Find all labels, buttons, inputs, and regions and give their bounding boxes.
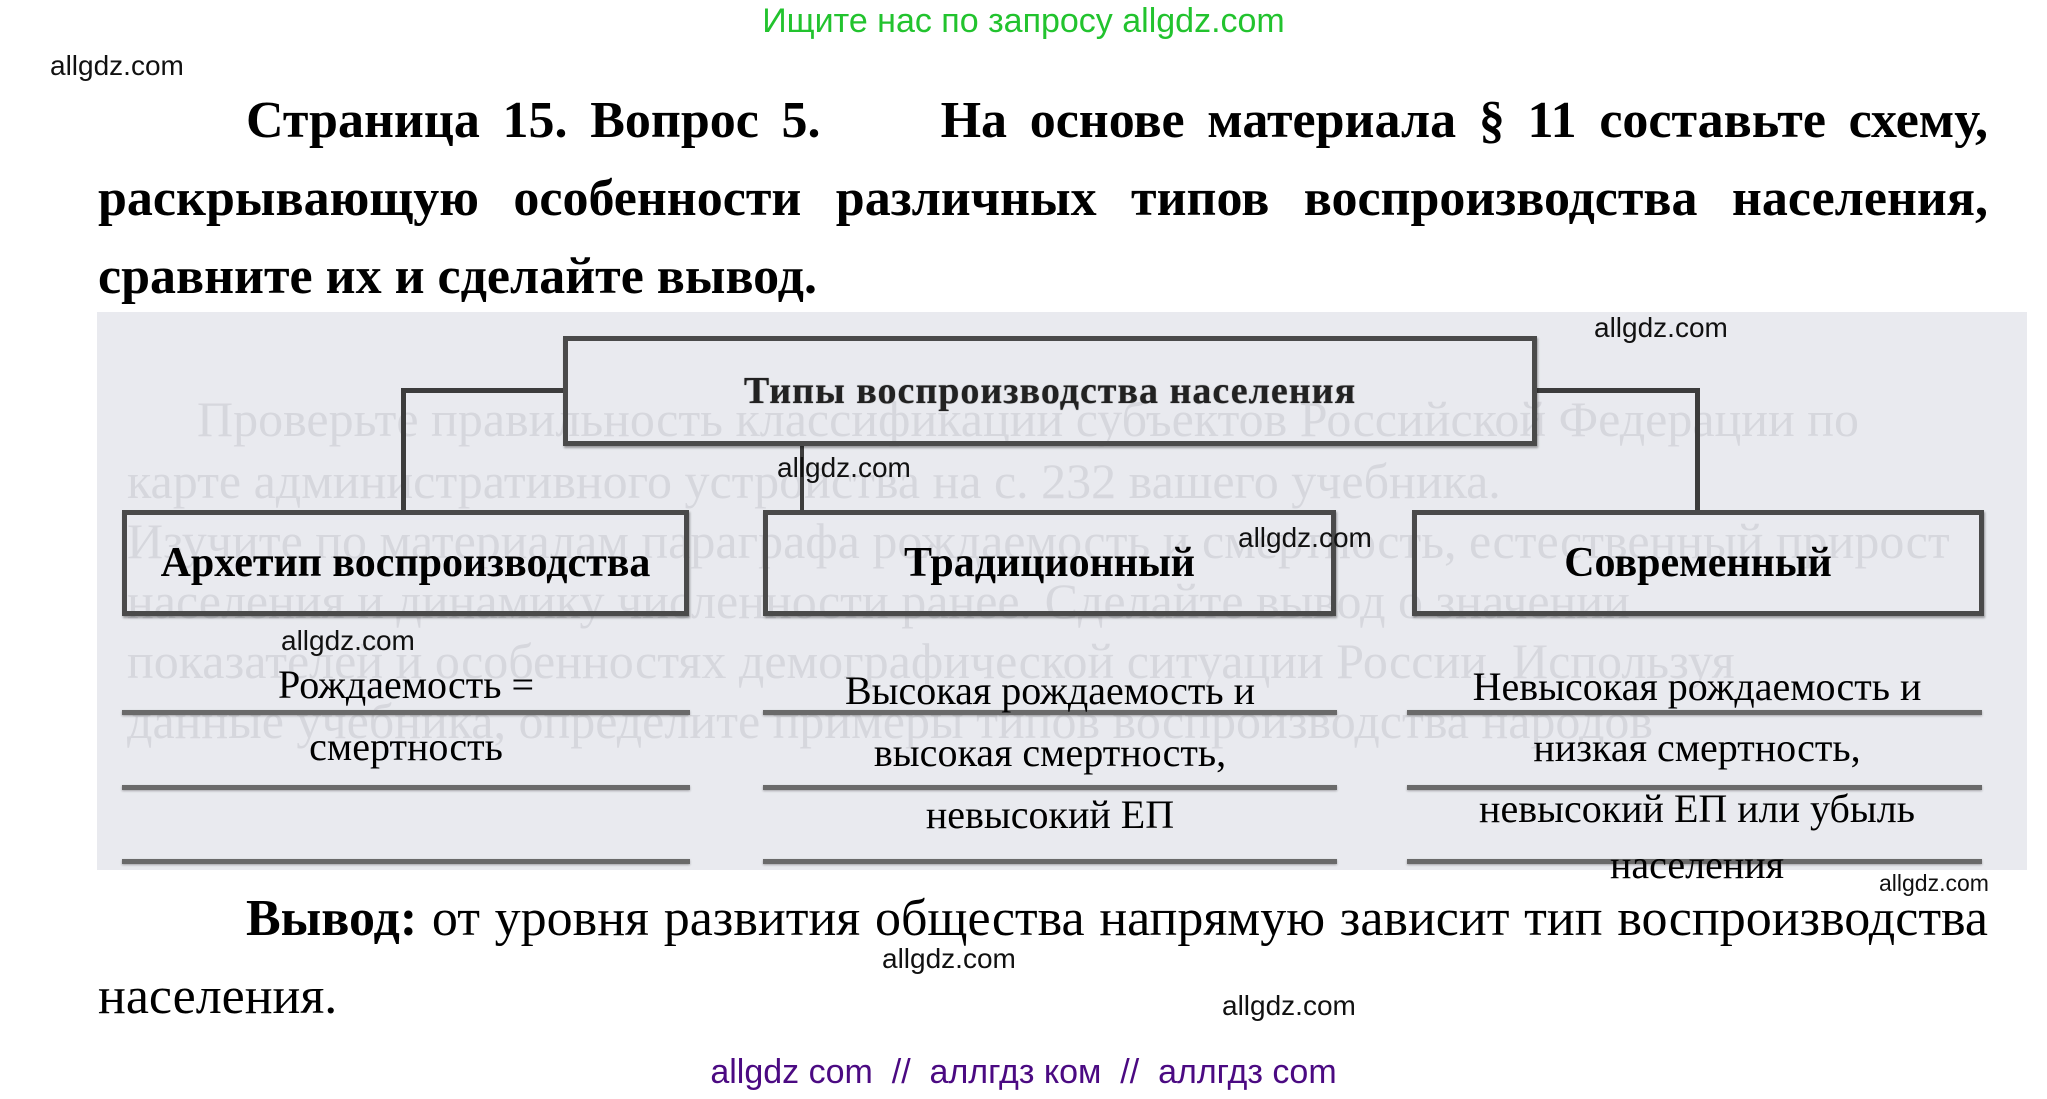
watermark: allgdz.com [50, 50, 184, 81]
description-line: высокая смертность, [873, 730, 1227, 775]
type-description-traditional: Высокая рождаемость и высокая смертность… [763, 660, 1337, 846]
diagram-panel: Проверьте правильность классификации суб… [97, 312, 2027, 870]
type-box-modern: Современный [1412, 510, 1984, 616]
answer-rule [122, 785, 690, 790]
description-line: Невысокая рождаемость и [1472, 664, 1922, 709]
root-box-title: Типы воспроизводства населения [743, 370, 1357, 412]
background-bleed-text: Проверьте правильность классификации суб… [197, 391, 1860, 447]
answer-rule [763, 785, 1337, 790]
watermark: allgdz.com [777, 452, 911, 483]
watermark: allgdz.com [281, 625, 415, 656]
watermark: allgdz.com [1594, 312, 1728, 343]
search-banner-text: Ищите нас по запросу allgdz.com [762, 2, 1285, 40]
root-box: Типы воспроизводства населения [563, 336, 1537, 446]
connector-line [403, 388, 565, 393]
watermark: allgdz.com [882, 943, 1016, 974]
description-line-overflow: населения [1609, 842, 1785, 887]
connector-line [800, 444, 804, 512]
answer-rule [1407, 785, 1982, 790]
site-banner: allgdz com // аллгдз ком // аллгдз com [0, 1053, 2047, 1092]
question-text: схему, раскрывающую особенности различны… [98, 92, 1988, 305]
watermark: allgdz.com [1879, 870, 1989, 896]
connector-line [401, 388, 406, 512]
answer-rule [122, 710, 690, 715]
connector-line [1535, 388, 1699, 393]
background-bleed-text: карте административного устройства на с.… [127, 453, 1501, 509]
description-line: низкая смертность, [1533, 725, 1861, 770]
question-text-line1: На основе материала § 11 составьте [940, 92, 1826, 149]
answer-rule [122, 859, 690, 864]
watermark: allgdz.com [1238, 522, 1372, 553]
background-bleed-text: данные учебника, определите примеры типо… [127, 693, 1654, 749]
type-box-title: Современный [1564, 540, 1832, 586]
question-label: Страница 15. Вопрос 5. [246, 92, 821, 149]
background-bleed-text: населения и динамику численности ранее. … [127, 573, 1630, 629]
answer-rule [1407, 710, 1982, 715]
question-heading: Страница 15. Вопрос 5. На основе материал… [98, 82, 1988, 316]
type-box-traditional: Традиционный [763, 510, 1336, 616]
answer-rule [763, 859, 1337, 864]
type-box-archetype: Архетип воспроизводства [122, 510, 689, 616]
type-description-modern: Невысокая рождаемость и низкая смертност… [1407, 656, 1987, 839]
description-line: невысокий ЕП [925, 792, 1175, 837]
connector-line [1695, 388, 1700, 512]
site-banner-text: allgdz com // аллгдз ком // аллгдз com [710, 1053, 1337, 1091]
description-line: Высокая рождаемость и [845, 668, 1255, 713]
answer-rule [763, 710, 1337, 715]
watermark: allgdz.com [1222, 990, 1356, 1021]
answer-rule [1407, 859, 1982, 864]
conclusion-text: от уровня развития общества напрямую зав… [98, 890, 1988, 1025]
background-bleed-text: Изучите по материалам параграфа рождаемо… [127, 513, 1950, 569]
description-line: Рождаемость = [277, 662, 535, 707]
conclusion-label: Вывод: [246, 890, 418, 947]
type-box-title: Архетип воспроизводства [160, 540, 651, 586]
conclusion: Вывод: от уровня развития общества напря… [98, 880, 1988, 1036]
background-bleed-text: показателей и особенностях демографическ… [127, 633, 1735, 689]
search-banner: Ищите нас по запросу allgdz.com [0, 2, 2047, 41]
type-box-title: Традиционный [903, 540, 1195, 586]
description-line: смертность [309, 724, 503, 769]
type-description-archetype: Рождаемость = смертность [122, 654, 690, 778]
description-line: невысокий ЕП или убыль [1479, 786, 1915, 831]
